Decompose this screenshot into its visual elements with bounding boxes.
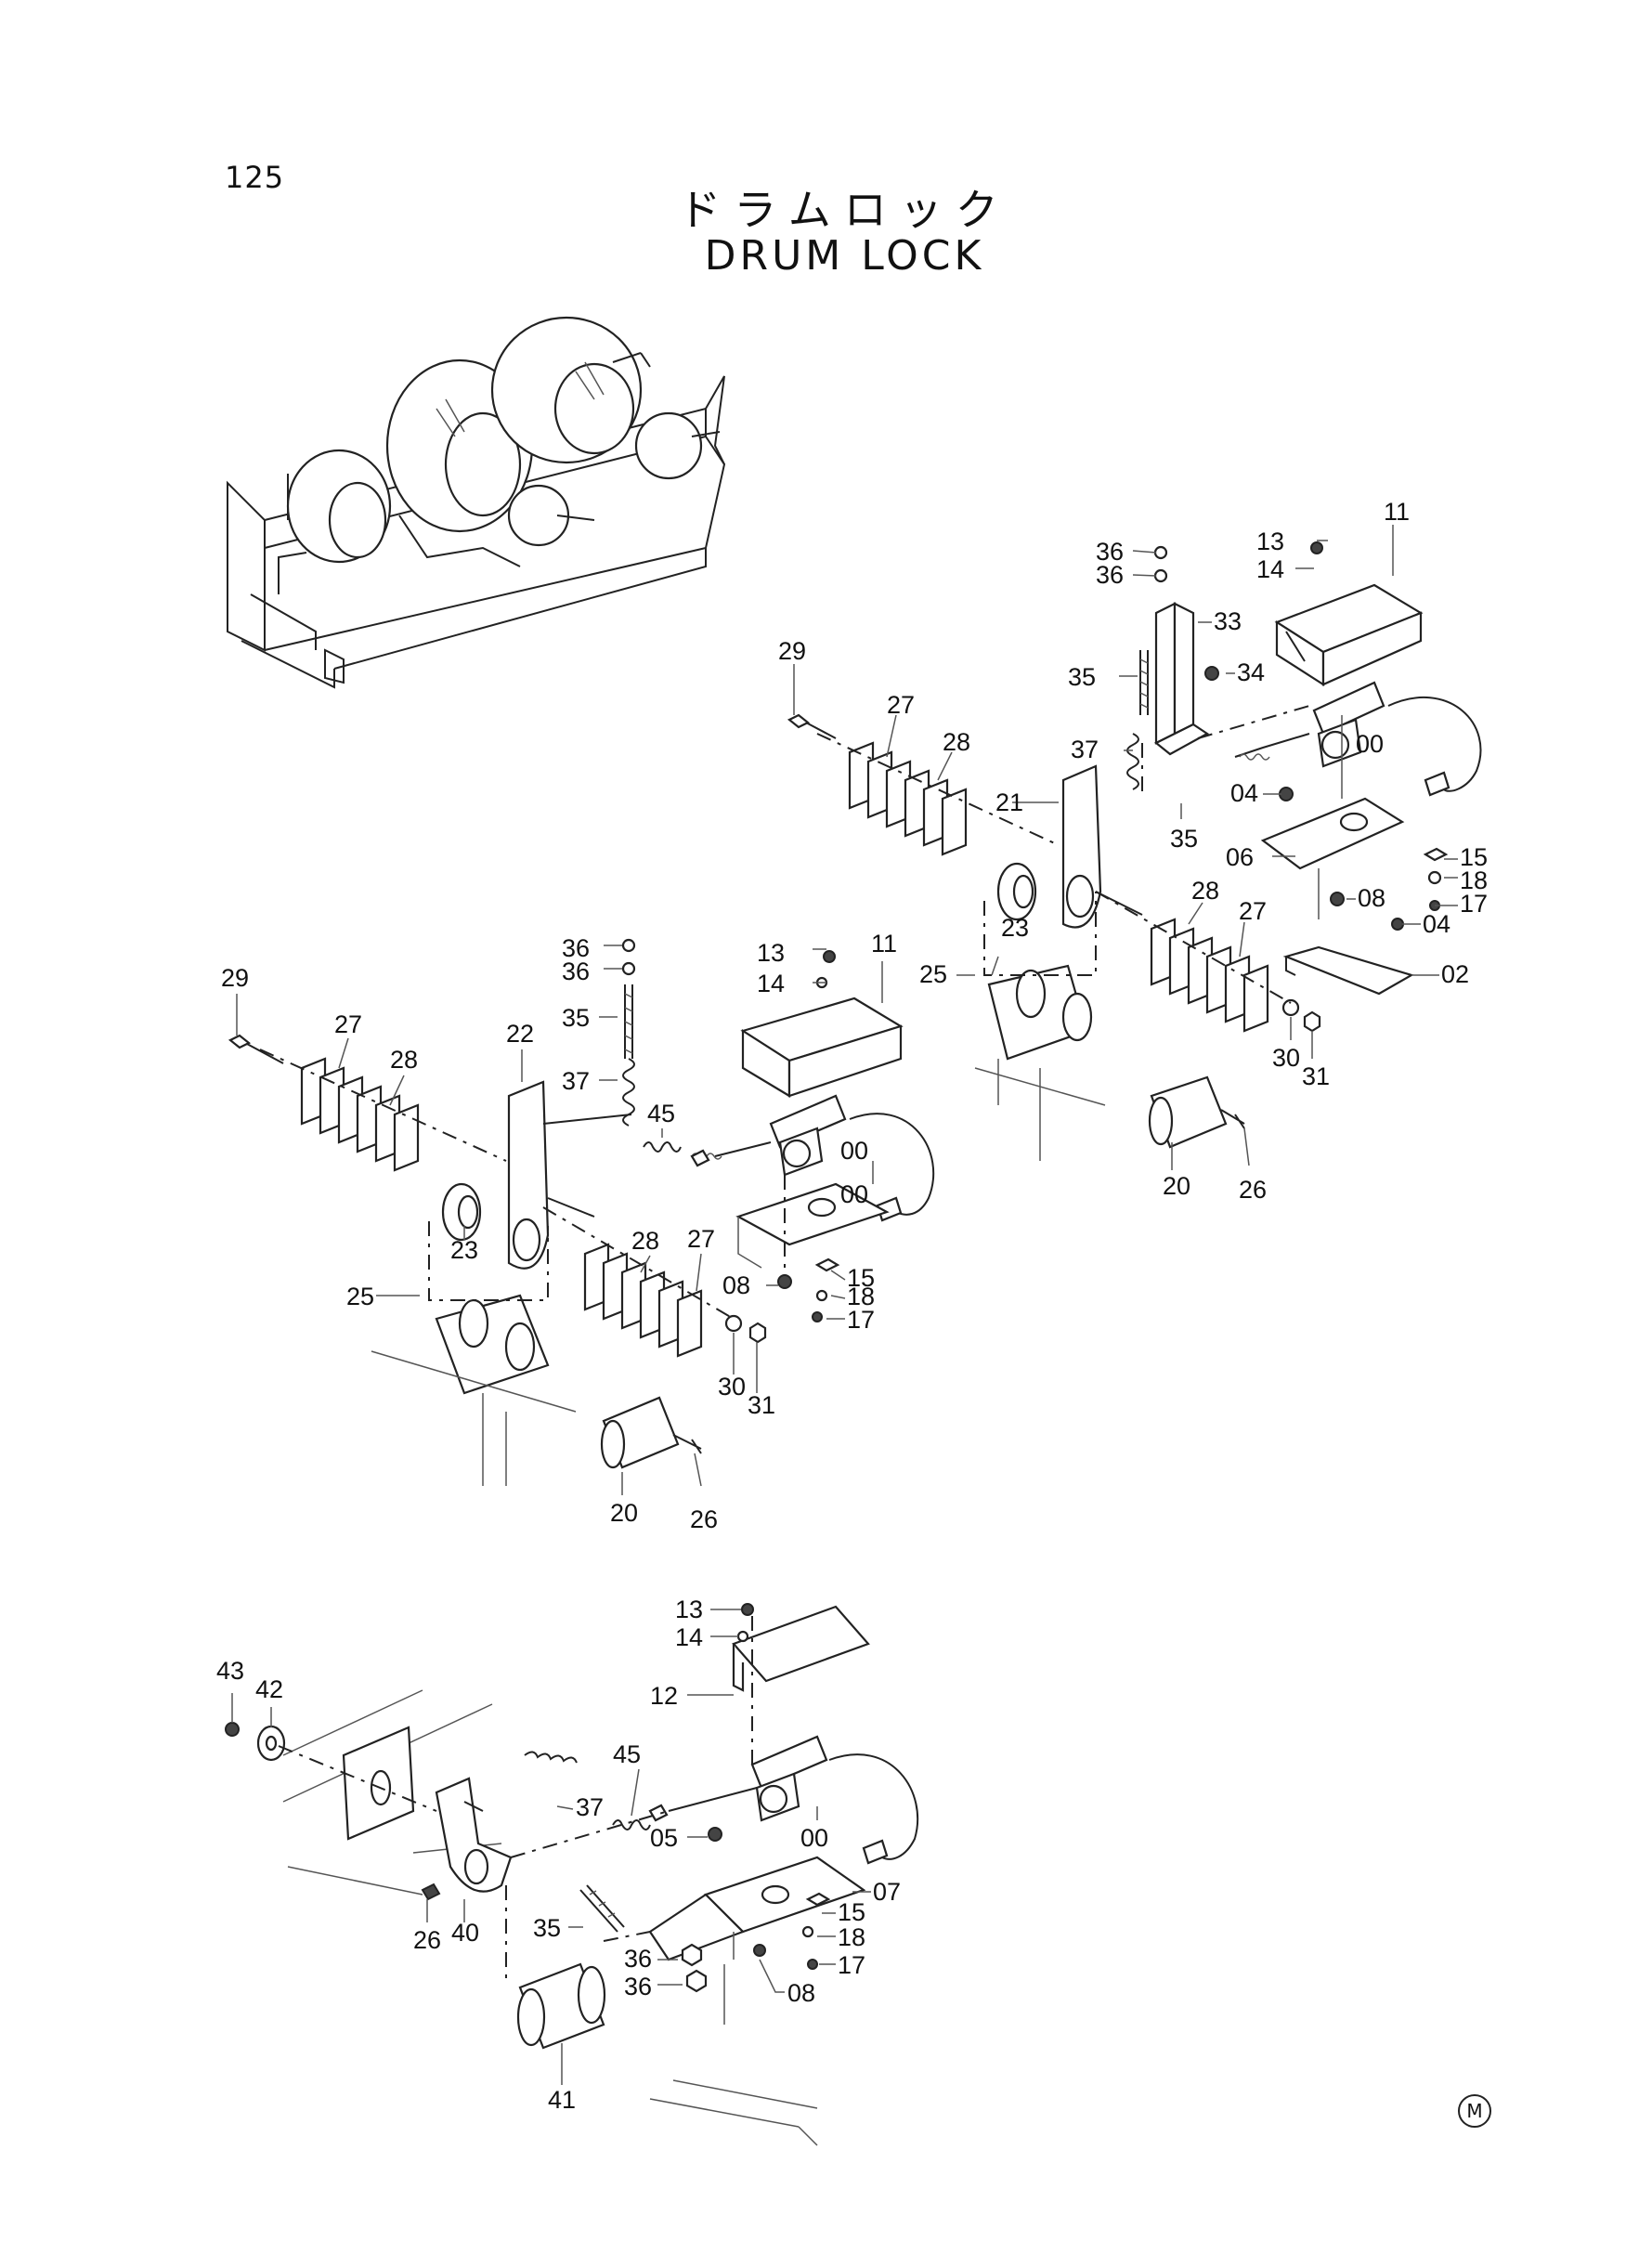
callout-04: 04	[1423, 910, 1450, 938]
callout-22: 22	[506, 1020, 534, 1048]
callout-36: 36	[624, 1945, 652, 1973]
callout-36: 36	[1096, 561, 1124, 589]
callout-28: 28	[390, 1046, 418, 1074]
callout-15: 15	[838, 1898, 865, 1926]
callout-36: 36	[1096, 538, 1124, 566]
callout-33: 33	[1214, 607, 1242, 635]
callout-26: 26	[413, 1926, 441, 1954]
callout-00: 00	[1356, 730, 1384, 758]
page-title-japanese: ドラムロック	[678, 185, 1011, 235]
callout-20: 20	[1163, 1172, 1190, 1200]
callout-04: 04	[1230, 779, 1258, 807]
callout-27: 27	[687, 1225, 715, 1253]
callout-26: 26	[1239, 1176, 1267, 1204]
callout-23: 23	[1001, 914, 1029, 942]
callout-35: 35	[562, 1004, 590, 1032]
callout-14: 14	[1256, 555, 1284, 583]
callout-36: 36	[562, 934, 590, 962]
callout-45: 45	[613, 1740, 641, 1768]
callout-11: 11	[1384, 498, 1410, 526]
callout-45: 45	[647, 1100, 675, 1127]
callout-14: 14	[675, 1623, 703, 1651]
callout-18: 18	[1460, 866, 1488, 894]
assembly-upper-right: 11 13 14 36 36 33 35 34 29 27 28 37 21 0…	[778, 498, 1488, 1204]
callout-27: 27	[334, 1010, 362, 1038]
callout-26: 26	[690, 1505, 718, 1533]
callout-42: 42	[255, 1675, 283, 1703]
callout-14: 14	[757, 970, 785, 997]
callout-43: 43	[216, 1657, 244, 1685]
callout-28: 28	[631, 1227, 659, 1255]
callout-17: 17	[1460, 890, 1488, 918]
callout-11: 11	[871, 930, 897, 958]
callout-37: 37	[1071, 736, 1099, 763]
callout-20: 20	[610, 1499, 638, 1527]
callout-35: 35	[1068, 663, 1096, 691]
callout-27: 27	[887, 691, 915, 719]
callout-41: 41	[548, 2086, 576, 2114]
callout-27: 27	[1239, 897, 1267, 925]
callout-15: 15	[1460, 843, 1488, 871]
callout-29: 29	[778, 637, 806, 665]
callout-31: 31	[748, 1391, 775, 1419]
page-title: DRUM LOCK	[704, 232, 985, 280]
callout-00: 00	[840, 1137, 868, 1165]
callout-35: 35	[1170, 825, 1198, 853]
callout-06: 06	[1226, 843, 1254, 871]
callout-13: 13	[1256, 528, 1284, 555]
callout-28: 28	[1191, 877, 1219, 905]
callout-35: 35	[533, 1914, 561, 1942]
callout-37: 37	[562, 1067, 590, 1095]
callout-37: 37	[576, 1793, 604, 1821]
callout-25: 25	[346, 1283, 374, 1310]
page-number: 125	[225, 160, 285, 195]
callout-15: 15	[847, 1264, 875, 1292]
callout-05: 05	[650, 1824, 678, 1852]
callout-08: 08	[1358, 884, 1385, 912]
overview-machine-drawing	[227, 316, 726, 689]
callout-13: 13	[675, 1596, 703, 1623]
callout-25: 25	[919, 960, 947, 988]
callout-18: 18	[838, 1923, 865, 1951]
callout-08: 08	[787, 1979, 815, 2007]
callout-30: 30	[718, 1373, 746, 1401]
callout-29: 29	[221, 964, 249, 992]
assembly-bottom: 13 14 43 42 12 45 37 00 05 07 15 35 18 1…	[216, 1596, 919, 2146]
callout-08: 08	[722, 1271, 750, 1299]
callout-18: 18	[847, 1283, 875, 1310]
callout-13: 13	[757, 939, 785, 967]
callout-36: 36	[562, 958, 590, 985]
callout-30: 30	[1272, 1044, 1300, 1072]
callout-28: 28	[943, 728, 970, 756]
callout-02: 02	[1441, 960, 1469, 988]
callout-34: 34	[1237, 658, 1265, 686]
assembly-middle-left: 36 36 13 11 14 35 29 22 27 28 37 45 00 0…	[221, 930, 934, 1533]
callout-07: 07	[873, 1878, 901, 1906]
manufacturer-mark: M	[1458, 2094, 1491, 2128]
callout-17: 17	[838, 1951, 865, 1979]
callout-00: 00	[800, 1824, 828, 1852]
callout-21: 21	[995, 788, 1023, 816]
callout-17: 17	[847, 1306, 875, 1334]
callout-40: 40	[451, 1919, 479, 1947]
callout-00: 00	[840, 1180, 868, 1208]
callout-36: 36	[624, 1973, 652, 2000]
callout-12: 12	[650, 1682, 678, 1710]
callout-31: 31	[1302, 1062, 1330, 1090]
callout-23: 23	[450, 1236, 478, 1264]
